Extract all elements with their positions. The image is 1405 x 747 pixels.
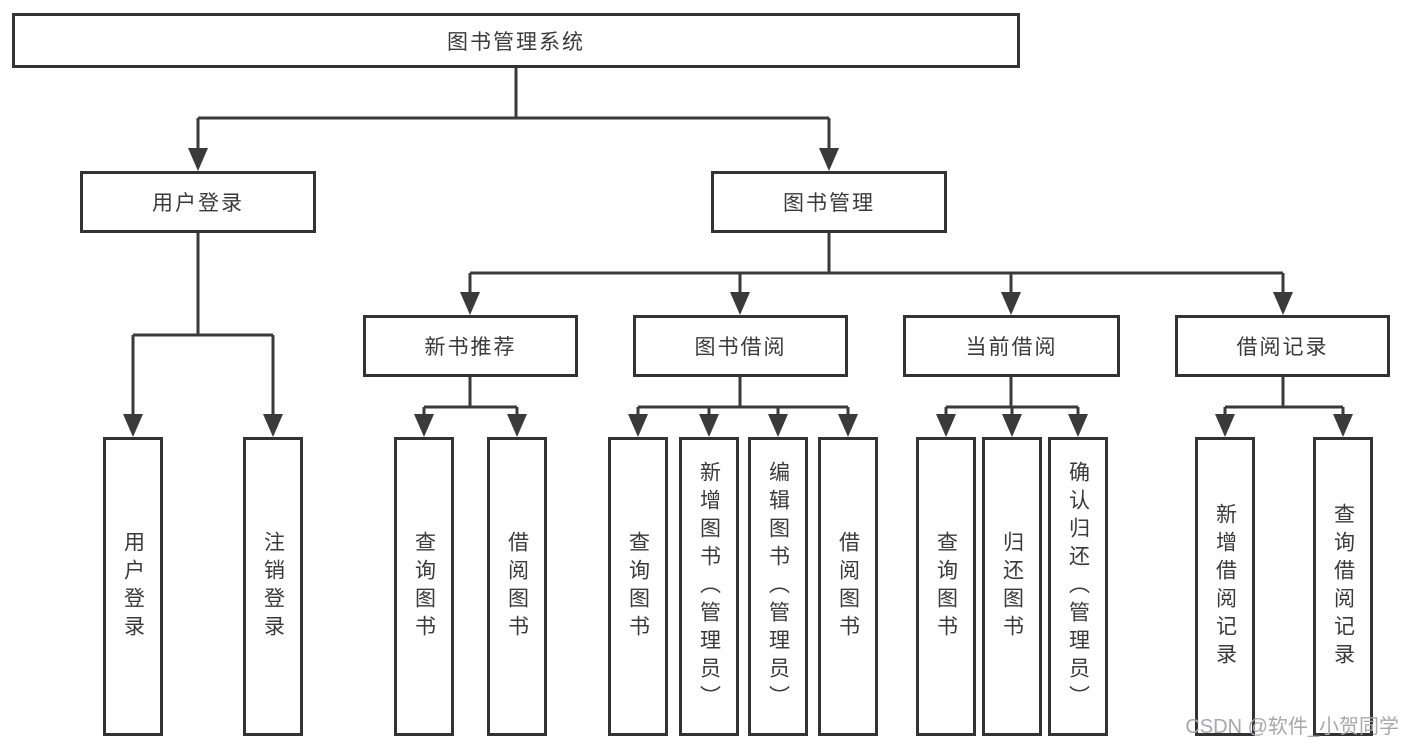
leaf-label: 新增图书（管理员） bbox=[697, 460, 721, 713]
node-label: 用户登录 bbox=[152, 192, 244, 215]
node-book-borrowing: 图书借阅 bbox=[633, 315, 848, 377]
fork-current-borrowing bbox=[946, 377, 1078, 409]
csdn-watermark: CSDN @软件_小贺同学 bbox=[1185, 716, 1399, 738]
arrow-down bbox=[1002, 407, 1022, 437]
arrow-down bbox=[628, 407, 648, 437]
arrow-down bbox=[730, 273, 750, 315]
leaf-label: 查询图书 bbox=[412, 530, 436, 643]
fork-book-management bbox=[470, 233, 1283, 275]
leaf-return-books: 归还图书 bbox=[982, 437, 1042, 736]
node-label: 借阅记录 bbox=[1236, 336, 1329, 359]
leaf-add-borrow-record: 新增借阅记录 bbox=[1195, 437, 1255, 736]
leaf-label: 借阅图书 bbox=[836, 530, 860, 643]
fork-new-book-recommend bbox=[424, 377, 517, 409]
leaf-label: 查询图书 bbox=[934, 530, 958, 643]
arrow-down bbox=[1333, 407, 1353, 437]
leaf-label: 新增借阅记录 bbox=[1213, 502, 1237, 671]
leaf-user-login: 用户登录 bbox=[103, 437, 163, 736]
leaf-borrow-books: 借阅图书 bbox=[818, 437, 878, 736]
arrow-down bbox=[819, 118, 839, 171]
fork-user-login bbox=[133, 233, 273, 337]
arrow-down bbox=[1273, 273, 1293, 315]
fork-borrowing-records bbox=[1225, 377, 1343, 409]
leaf-label: 查询图书 bbox=[626, 530, 650, 643]
arrow-down bbox=[188, 118, 208, 171]
arrow-down bbox=[1001, 273, 1021, 315]
arrow-down bbox=[1068, 407, 1088, 437]
leaf-borrow-books-recommend: 借阅图书 bbox=[487, 437, 547, 736]
leaf-query-books-borrow: 查询图书 bbox=[608, 437, 668, 736]
arrow-down bbox=[263, 335, 283, 437]
arrow-down bbox=[936, 407, 956, 437]
arrow-down bbox=[699, 407, 719, 437]
fork-book-borrowing bbox=[638, 377, 848, 409]
leaf-query-borrow-record: 查询借阅记录 bbox=[1313, 437, 1373, 736]
arrow-down bbox=[507, 407, 527, 437]
leaf-query-books-recommend: 查询图书 bbox=[394, 437, 454, 736]
node-book-management: 图书管理 bbox=[711, 171, 947, 233]
leaf-label: 借阅图书 bbox=[505, 530, 529, 643]
leaf-label: 查询借阅记录 bbox=[1331, 502, 1355, 671]
node-user-login: 用户登录 bbox=[80, 171, 316, 233]
node-borrowing-records: 借阅记录 bbox=[1175, 315, 1390, 377]
arrow-down bbox=[838, 407, 858, 437]
node-new-book-recommend: 新书推荐 bbox=[363, 315, 578, 377]
fork-root bbox=[198, 68, 829, 120]
leaf-confirm-return-admin: 确认归还（管理员） bbox=[1048, 437, 1108, 736]
leaf-edit-books-admin: 编辑图书（管理员） bbox=[748, 437, 808, 736]
node-library-system: 图书管理系统 bbox=[12, 13, 1020, 68]
arrow-down bbox=[123, 335, 143, 437]
node-label: 图书管理系统 bbox=[447, 30, 585, 54]
leaf-query-books-current: 查询图书 bbox=[916, 437, 976, 736]
node-label: 图书借阅 bbox=[694, 336, 787, 359]
leaf-label: 归还图书 bbox=[1000, 530, 1024, 643]
node-current-borrowing: 当前借阅 bbox=[903, 315, 1120, 377]
leaf-label: 编辑图书（管理员） bbox=[766, 460, 790, 713]
node-label: 新书推荐 bbox=[424, 336, 517, 359]
leaf-label: 确认归还（管理员） bbox=[1066, 460, 1090, 713]
arrow-down bbox=[414, 407, 434, 437]
leaf-logout: 注销登录 bbox=[243, 437, 303, 736]
leaf-label: 注销登录 bbox=[261, 530, 285, 643]
leaf-add-books-admin: 新增图书（管理员） bbox=[679, 437, 739, 736]
arrow-down bbox=[1215, 407, 1235, 437]
node-label: 图书管理 bbox=[783, 192, 875, 215]
leaf-label: 用户登录 bbox=[121, 530, 145, 643]
node-label: 当前借阅 bbox=[965, 336, 1058, 359]
arrow-down bbox=[460, 273, 480, 315]
arrow-down bbox=[768, 407, 788, 437]
